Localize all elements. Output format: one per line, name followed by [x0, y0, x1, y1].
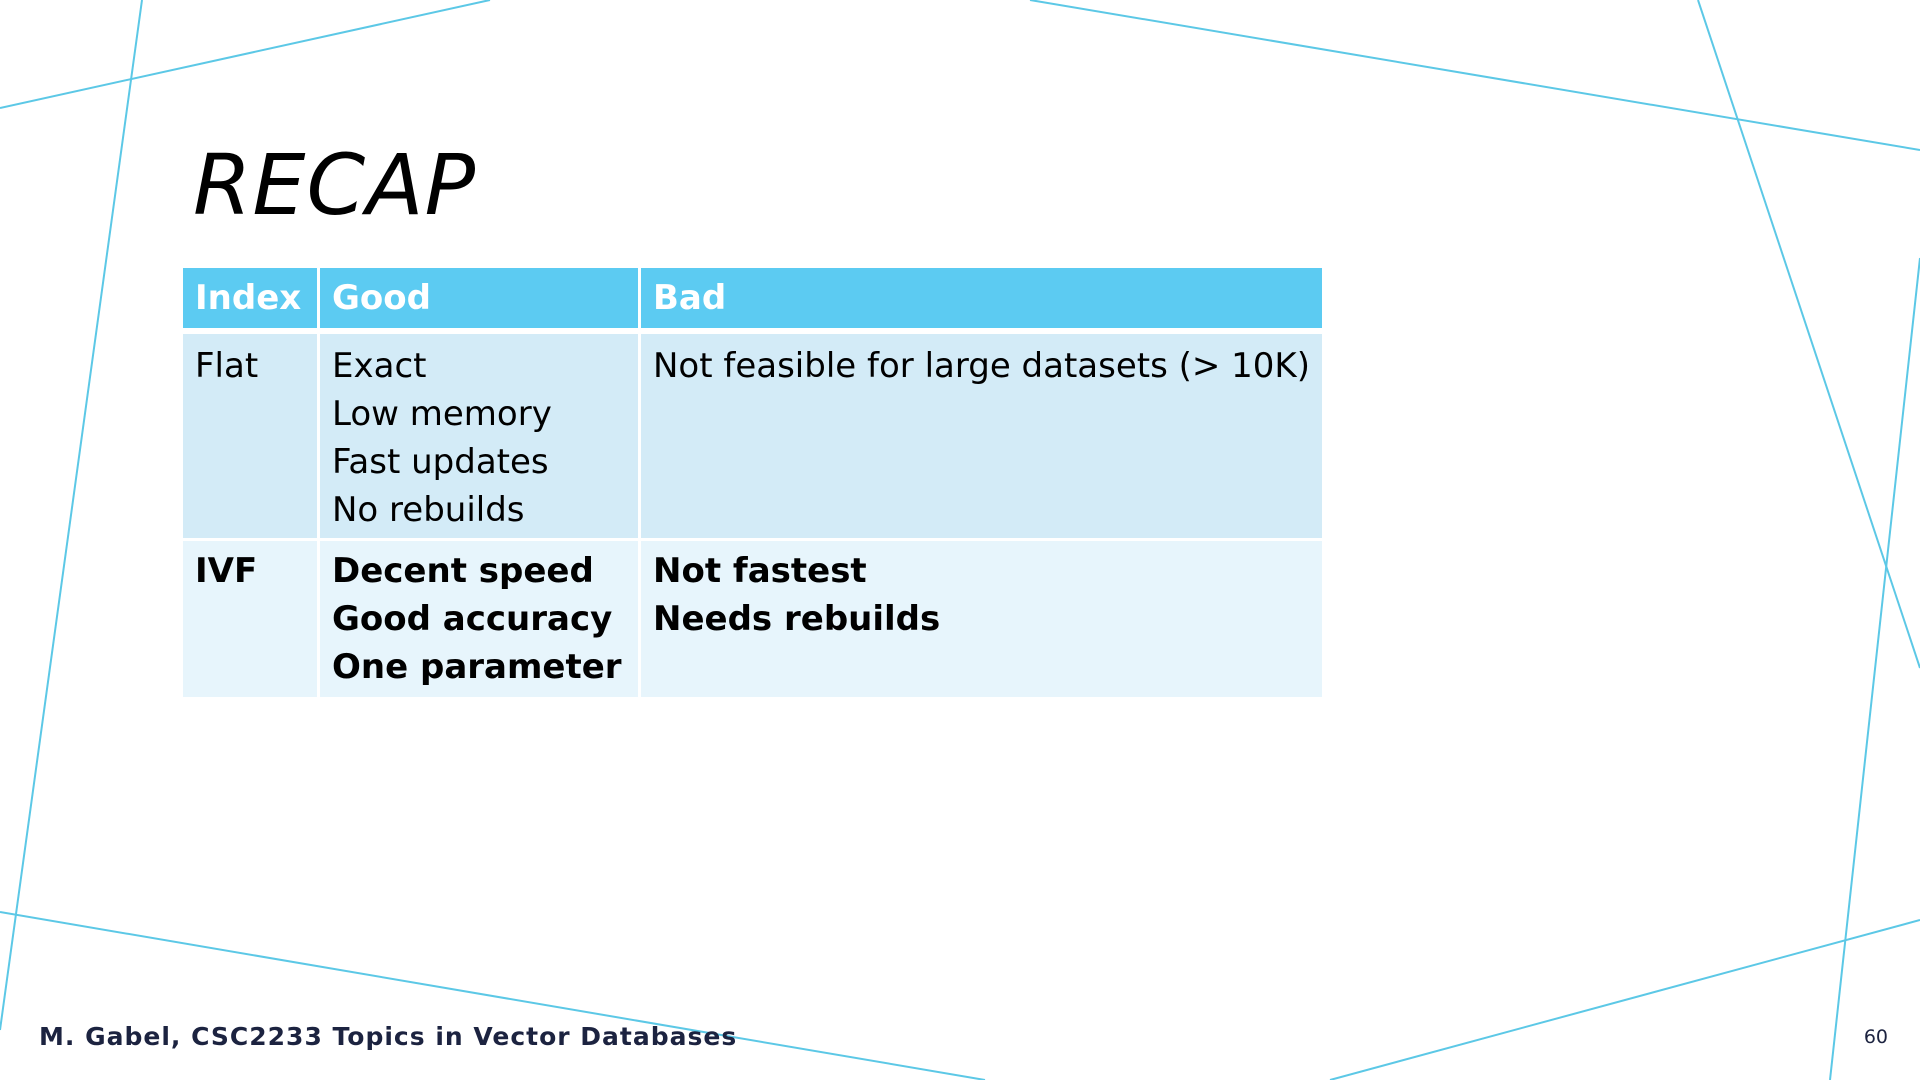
good-item: Exact — [332, 346, 427, 386]
decor-line — [0, 0, 491, 109]
bad-item: Not fastest — [653, 551, 867, 591]
decor-line — [1029, 0, 1920, 151]
decor-line — [1329, 919, 1920, 1080]
bad-cell: Not fastest Needs rebuilds — [638, 538, 1325, 700]
decor-line — [1829, 257, 1920, 1080]
good-cell: Exact Low memory Fast updates No rebuild… — [317, 329, 641, 541]
index-cell: IVF — [180, 538, 320, 700]
column-header-bad: Bad — [638, 265, 1325, 333]
decor-line — [1697, 0, 1920, 669]
table-row: IVF Decent speed Good accuracy One param… — [180, 538, 1325, 700]
good-item: One parameter — [332, 647, 622, 687]
recap-table: Index Good Bad Flat Exact Low memory Fas… — [180, 265, 1325, 700]
decor-line — [0, 0, 143, 1031]
good-cell: Decent speed Good accuracy One parameter — [317, 538, 641, 700]
decor-line — [0, 911, 986, 1080]
good-item: Good accuracy — [332, 599, 613, 639]
page-number: 60 — [1863, 1026, 1888, 1048]
bad-cell: Not feasible for large datasets (> 10K) — [638, 329, 1325, 541]
table-row: Flat Exact Low memory Fast updates No re… — [180, 329, 1325, 541]
good-item: Fast updates — [332, 442, 549, 482]
bad-item: Not feasible for large datasets (> 10K) — [653, 346, 1310, 386]
bad-item: Needs rebuilds — [653, 599, 941, 639]
column-header-index: Index — [180, 265, 320, 333]
table-header-row: Index Good Bad — [180, 265, 1325, 333]
footer-author-course: M. Gabel, CSC2233 Topics in Vector Datab… — [39, 1022, 738, 1051]
good-item: Low memory — [332, 394, 552, 434]
index-name: Flat — [195, 346, 259, 386]
good-item: No rebuilds — [332, 490, 525, 530]
index-name: IVF — [195, 551, 258, 591]
good-item: Decent speed — [332, 551, 594, 591]
index-cell: Flat — [180, 329, 320, 541]
column-header-good: Good — [317, 265, 641, 333]
page-title: RECAP — [193, 136, 477, 234]
